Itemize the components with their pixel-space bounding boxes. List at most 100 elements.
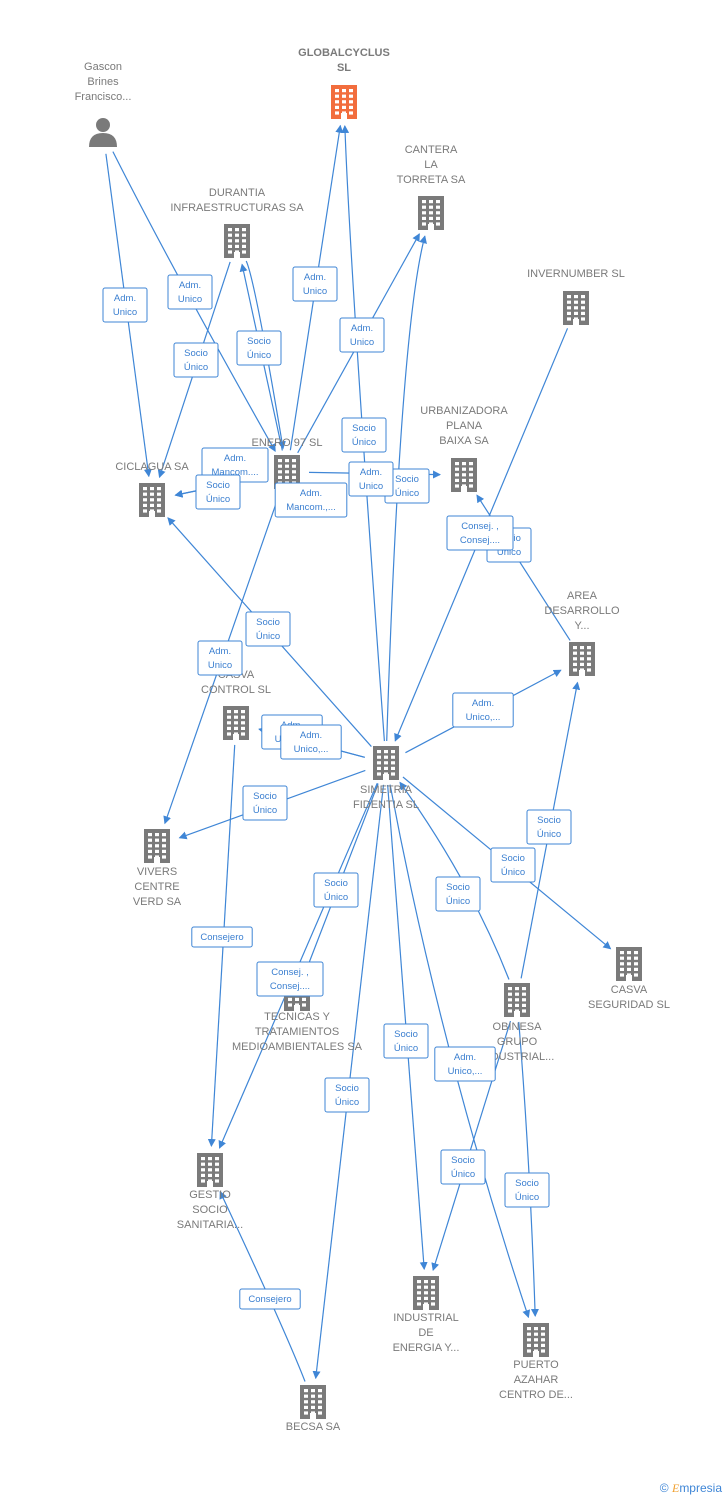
edge-label-text: Adm. [300,488,322,499]
node-label: BAIXA SA [439,435,489,447]
edge-label[interactable]: Adm.Unico [339,317,385,353]
node-label: GESTIO [189,1189,231,1201]
building-icon [616,947,642,981]
edge-obinesa-to-puerto [518,1021,539,1318]
edge-label[interactable]: Consej. ,Consej.... [256,961,324,997]
edge-label-text: Adm. [360,467,382,478]
building-icon [418,196,444,230]
edge-label-text: Único [247,350,271,361]
edge-label-text: Consej. , [271,967,309,978]
node-label: VERD SA [133,896,182,908]
building-icon [300,1385,326,1419]
edge-label-text: Unico [350,337,374,348]
edge-label-box [452,692,514,728]
edge-label[interactable]: Consej. ,Consej.... [446,515,514,551]
edge-label[interactable]: Adm.Unico [197,640,243,676]
edge-label[interactable]: Adm.Unico [292,266,338,302]
edge-label-box [191,926,253,948]
edge-label-text: Adm. [209,646,231,657]
edge-label-text: Socio [446,882,470,893]
node-label: GLOBALCYCLUS [298,47,390,59]
node-gascon[interactable]: GasconBrinesFrancisco... [75,61,132,147]
edge-label-text: Único [497,547,521,558]
edge-label-text: Consej. , [461,521,499,532]
edge-label-text: Mancom.... [212,467,259,478]
node-label: CASVA [611,984,648,996]
edge-label-text: Único [537,829,561,840]
edge-label-text: Único [501,867,525,878]
edge-label-text: Mancom.,... [286,502,336,513]
edge-label[interactable]: Consejero [191,926,253,948]
edge-label-box [167,274,213,310]
edge-label[interactable]: Adm.Unico,... [434,1046,496,1082]
edge-label[interactable]: Adm.Unico [167,274,213,310]
edge-label-text: Unico,... [466,712,501,723]
edge-label[interactable]: Adm.Unico,... [452,692,514,728]
node-label: CENTRE [134,881,179,893]
node-obinesa[interactable]: OBINESAGRUPOINDUSTRIAL... [480,983,555,1063]
edge-label[interactable]: Consejero [239,1288,301,1310]
edge-label-box [274,482,348,518]
node-ciclagua[interactable]: CICLAGUA SA [115,461,189,517]
edge-label-text: Unico [303,286,327,297]
edge-label-text: Socio [247,336,271,347]
edge-label-box [504,1172,550,1208]
edge-label[interactable]: Adm. Mancom.,... [274,482,348,518]
edge-label-text: Socio [256,617,280,628]
node-label: OBINESA [493,1021,543,1033]
edge-label[interactable]: Adm.Unico,... [280,724,342,760]
node-label: ENERGIA Y... [393,1342,460,1354]
edge-label-text: Único [206,494,230,505]
node-becsa[interactable]: BECSA SA [286,1385,341,1433]
node-label: TECNICAS Y [264,1011,330,1023]
node-label: AZAHAR [514,1374,559,1386]
edge-label-box [245,611,291,647]
node-label: BECSA SA [286,1421,341,1433]
edge-label[interactable]: Adm.Unico [102,287,148,323]
node-label: SANITARIA... [177,1219,243,1231]
edge-label-text: Socio [501,853,525,864]
edge-label-box [341,417,387,453]
edge-label-text: Único [253,805,277,816]
node-invernumber[interactable]: INVERNUMBER SL [527,268,625,325]
node-label: INDUSTRIAL [393,1312,458,1324]
node-label: URBANIZADORA [420,405,508,417]
edge-label-box [339,317,385,353]
building-icon [413,1276,439,1310]
edge-label-text: Socio [395,474,419,485]
edge-label-text: Adm. [114,293,136,304]
edge-label-text: Socio [324,878,348,889]
node-area[interactable]: AREADESARROLLOY... [544,590,620,676]
node-label: CICLAGUA SA [115,461,189,473]
edge-label[interactable]: Adm.Unico [348,461,394,497]
empresia-watermark: © Empresia [660,1481,722,1496]
node-gestio[interactable]: GESTIOSOCIOSANITARIA... [177,1153,243,1231]
edge-label-text: Socio [253,791,277,802]
